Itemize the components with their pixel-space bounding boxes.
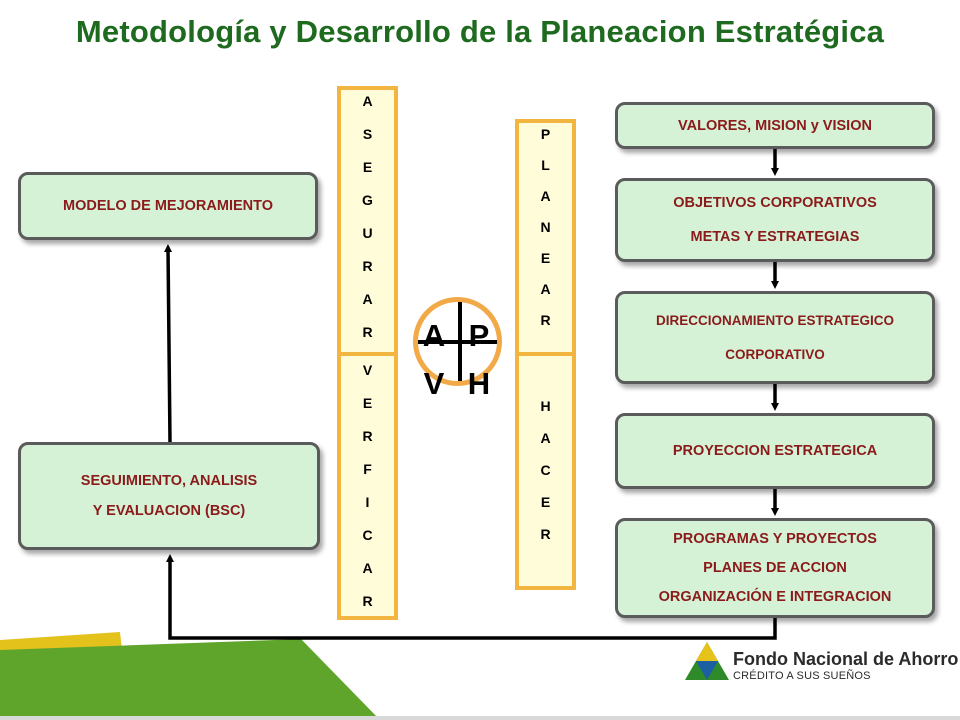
- planear-column: [515, 119, 576, 356]
- asegurar-letter: A: [362, 93, 373, 109]
- fondo-nacional-logo-icon: [685, 642, 729, 680]
- direccionamiento-line-1: DIRECCIONAMIENTO ESTRATEGICO: [655, 312, 894, 328]
- planear-letters: P L A N E A R: [515, 126, 576, 343]
- seguimiento-line-2: Y EVALUACION (BSC): [92, 503, 246, 519]
- seguimiento-box: SEGUIMIENTO, ANALISIS Y EVALUACION (BSC): [18, 442, 320, 550]
- decorative-footer-band: [0, 610, 960, 720]
- direccionamiento-box: DIRECCIONAMIENTO ESTRATEGICO CORPORATIVO: [615, 291, 935, 384]
- verificar-letter: R: [362, 593, 373, 609]
- verificar-letters: V E R F I C A R: [337, 362, 398, 626]
- verificar-letter: V: [362, 362, 373, 378]
- asegurar-letter: R: [362, 324, 373, 340]
- hacer-letter: R: [540, 526, 551, 542]
- planear-letter: R: [540, 312, 551, 328]
- programas-line-3: ORGANIZACIÓN E INTEGRACION: [658, 588, 892, 605]
- programas-line-2: PLANES DE ACCION: [703, 559, 847, 576]
- objetivos-box: OBJETIVOS CORPORATIVOS METAS Y ESTRATEGI…: [615, 178, 935, 262]
- hacer-letter: H: [540, 398, 551, 414]
- verificar-letter: R: [362, 428, 373, 444]
- logo-name: Fondo Nacional de Ahorro: [733, 649, 959, 669]
- hacer-letter: A: [540, 430, 551, 446]
- seguimiento-line-1: SEGUIMIENTO, ANALISIS: [80, 473, 258, 489]
- asegurar-letter: S: [362, 126, 373, 142]
- cycle-letter-p: P: [468, 318, 490, 353]
- hacer-letter: C: [540, 462, 551, 478]
- programas-box: PROGRAMAS Y PROYECTOS PLANES DE ACCION O…: [615, 518, 935, 618]
- phva-cycle-circle: [413, 297, 502, 386]
- asegurar-letter: E: [362, 159, 373, 175]
- planear-letter: P: [540, 126, 551, 142]
- verificar-letter: C: [362, 527, 373, 543]
- asegurar-letter: A: [362, 291, 373, 307]
- programas-line-1: PROGRAMAS Y PROYECTOS: [673, 530, 877, 547]
- verificar-letter: A: [362, 560, 373, 576]
- asegurar-letter: U: [362, 225, 373, 241]
- cycle-letter-a: A: [422, 318, 446, 353]
- arrow-programas-seguimiento: [166, 554, 777, 640]
- cycle-letter-h: H: [467, 366, 491, 401]
- cycle-letter-v: V: [423, 366, 445, 401]
- proyeccion-label: PROYECCION ESTRATEGICA: [672, 443, 878, 459]
- asegurar-letter: R: [362, 258, 373, 274]
- proyeccion-box: PROYECCION ESTRATEGICA: [615, 413, 935, 489]
- asegurar-letters: A S E G U R A R: [337, 93, 398, 357]
- planear-letter: A: [540, 281, 551, 297]
- modelo-mejoramiento-label: MODELO DE MEJORAMIENTO: [63, 198, 273, 214]
- arrow-seguimiento-modelo: [164, 244, 173, 443]
- modelo-mejoramiento-box: MODELO DE MEJORAMIENTO: [18, 172, 318, 240]
- objetivos-line-2: METAS Y ESTRATEGIAS: [690, 229, 860, 245]
- objetivos-line-1: OBJETIVOS CORPORATIVOS: [673, 195, 877, 211]
- valores-box: VALORES, MISION y VISION: [615, 102, 935, 149]
- planear-letter: E: [540, 250, 551, 266]
- hacer-letter: E: [540, 494, 551, 510]
- cycle-horizontal-divider: [418, 340, 497, 344]
- verificar-column: [337, 352, 398, 620]
- verificar-letter: I: [365, 494, 370, 510]
- hacer-letters: H A C E R: [515, 398, 576, 558]
- verificar-letter: F: [363, 461, 372, 477]
- planear-letter: A: [540, 188, 551, 204]
- verificar-letter: E: [362, 395, 373, 411]
- planear-letter: N: [540, 219, 551, 235]
- logo-tagline: CRÉDITO A SUS SUEÑOS: [733, 670, 871, 682]
- direccionamiento-line-2: CORPORATIVO: [725, 346, 825, 362]
- page-title: Metodología y Desarrollo de la Planeacio…: [75, 14, 885, 49]
- asegurar-letter: G: [362, 192, 373, 208]
- hacer-column: [515, 352, 576, 590]
- valores-label: VALORES, MISION y VISION: [678, 117, 872, 134]
- planear-letter: L: [541, 157, 550, 173]
